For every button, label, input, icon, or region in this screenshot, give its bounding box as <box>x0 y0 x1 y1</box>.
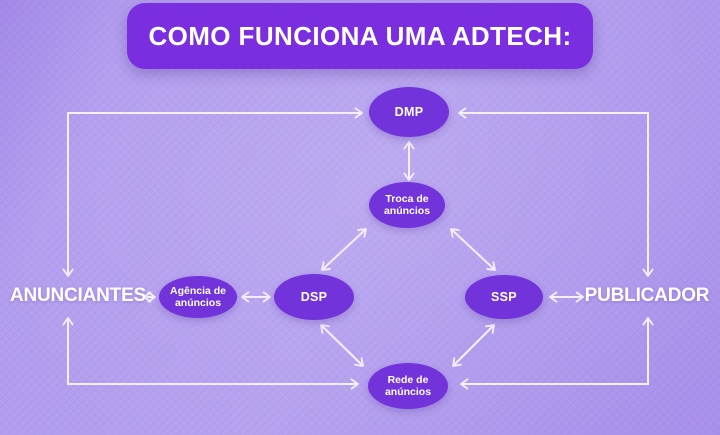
node-ssp: SSP <box>465 275 543 319</box>
arrow-publisher-network <box>460 317 654 390</box>
arrow-exchange-dsp <box>321 228 367 271</box>
label-publicador: PUBLICADOR <box>584 285 710 306</box>
arrow-publisher-dmp <box>458 107 654 277</box>
arrow-advertisers-dmp <box>62 107 363 277</box>
arrow-advertisers-network <box>62 317 359 390</box>
node-dmp-label: DMP <box>394 104 424 119</box>
page-title: COMO FUNCIONA UMA ADTECH: <box>148 20 572 51</box>
node-ad-agency: Agência de anúncios <box>159 276 237 318</box>
node-ad-exchange-label: Troca de anúncios <box>383 192 431 217</box>
node-ad-network-label: Rede de anúncios <box>384 373 432 398</box>
title-banner: COMO FUNCIONA UMA ADTECH: <box>127 3 593 69</box>
node-dsp: DSP <box>274 274 354 320</box>
node-ssp-label: SSP <box>491 289 517 304</box>
node-dsp-label: DSP <box>300 289 328 304</box>
node-ad-exchange: Troca de anúncios <box>369 182 445 228</box>
arrow-ssp-network <box>452 324 495 367</box>
node-ad-agency-label: Agência de anúncios <box>169 284 227 309</box>
label-anunciantes: ANUNCIANTES <box>9 285 147 306</box>
node-ad-network: Rede de anúncios <box>368 363 448 409</box>
node-dmp: DMP <box>369 87 449 137</box>
arrow-dsp-network <box>320 324 364 367</box>
arrow-exchange-ssp <box>450 228 496 271</box>
